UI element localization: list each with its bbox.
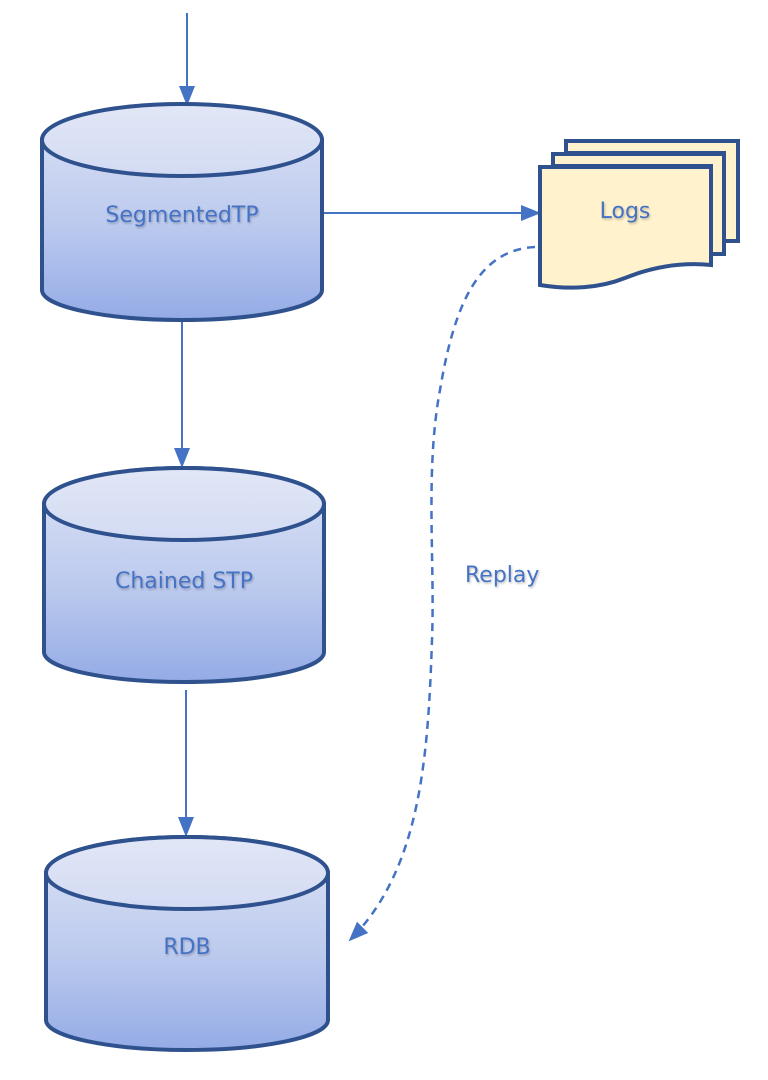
chainedstp-label: Chained STP	[115, 569, 253, 594]
segmentedtp-node[interactable]: SegmentedTP	[40, 102, 324, 322]
rdb-cylinder-top	[44, 835, 330, 911]
logs-page-front	[538, 165, 713, 290]
logs-node[interactable]: Logs	[538, 139, 740, 290]
rdb-node[interactable]: RDB	[44, 835, 330, 1052]
replay-dashed-arrow	[348, 245, 536, 942]
logs-label: Logs	[600, 199, 651, 224]
segmentedtp-label: SegmentedTP	[105, 203, 258, 228]
segmentedtp-cylinder-top	[40, 102, 324, 178]
chainedstp-node[interactable]: Chained STP	[42, 466, 326, 684]
rdb-label: RDB	[163, 935, 210, 960]
replay-label: Replay	[465, 563, 539, 588]
chainedstp-cylinder-top	[42, 466, 326, 542]
